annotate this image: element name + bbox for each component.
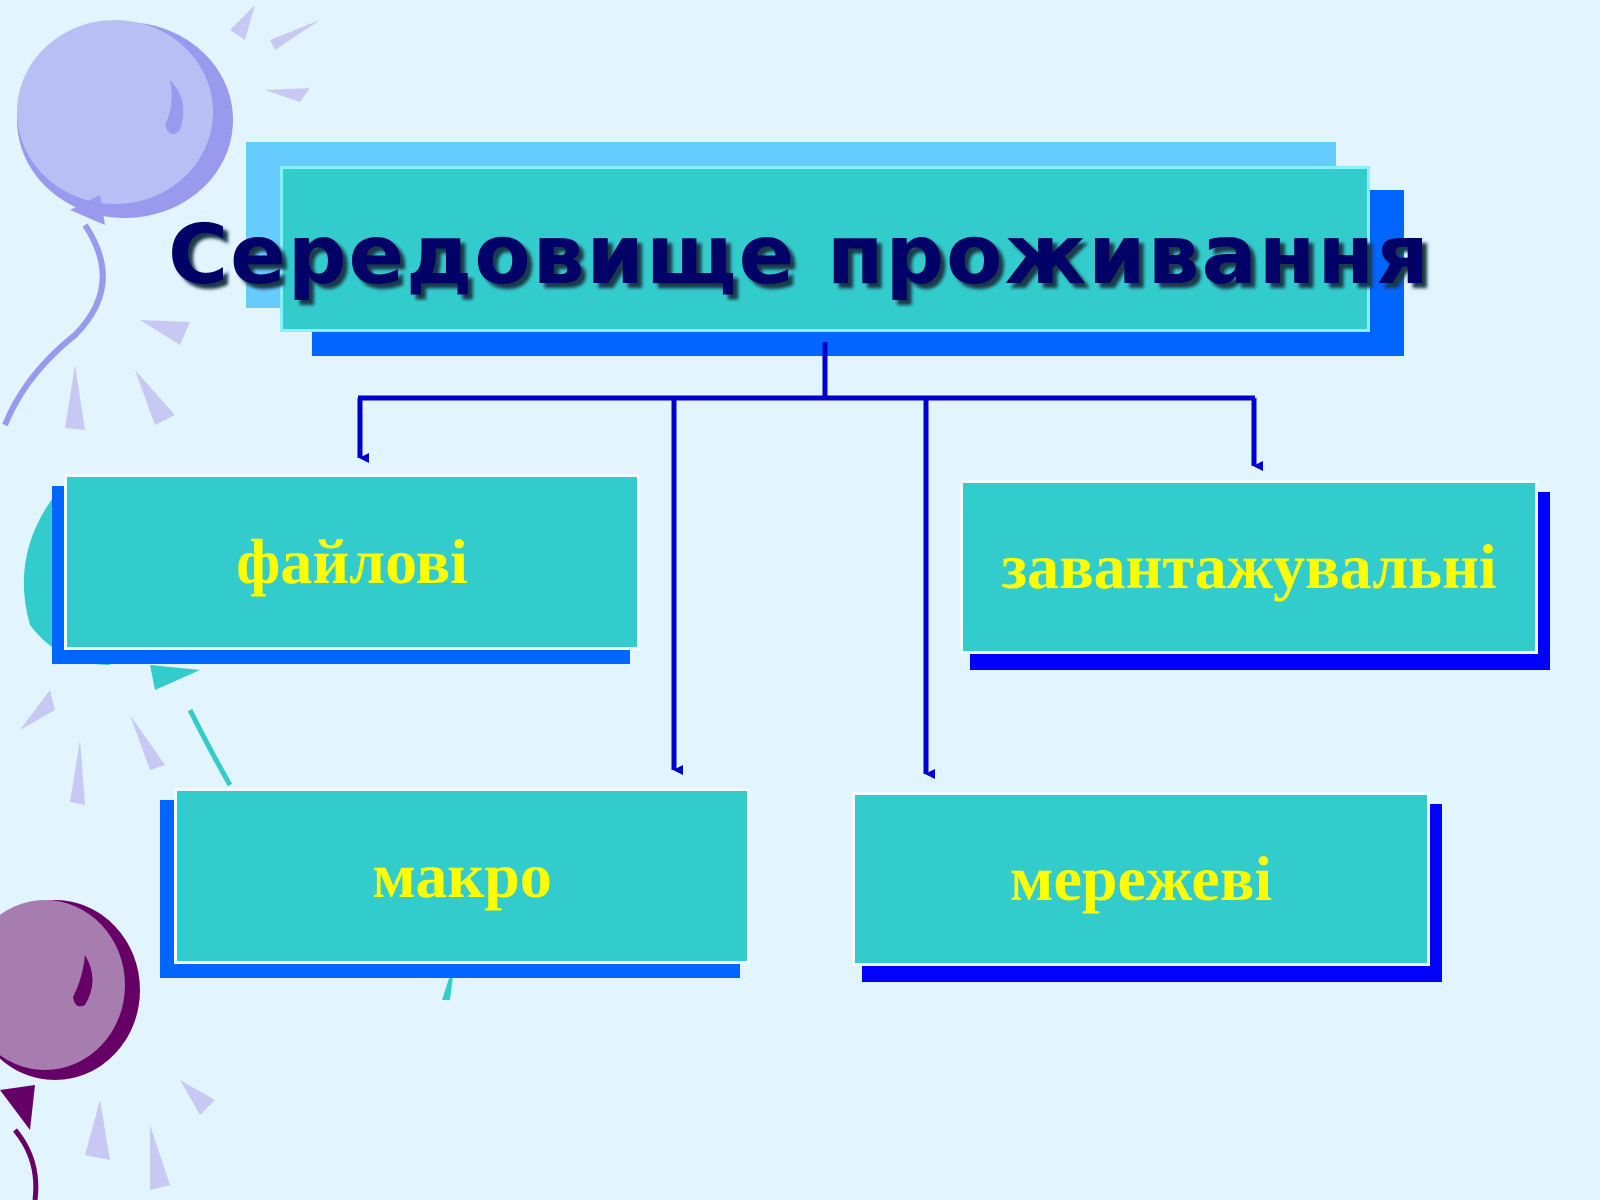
balloon-icon [2,20,233,427]
title-box [280,166,1370,332]
node-macro-label: макро [372,840,552,911]
balloon-rays-icon [85,1080,215,1190]
balloon-rays-icon [65,5,320,430]
node-macro: макро [174,788,750,964]
node-files: файлові [64,474,640,650]
node-network: мережеві [852,792,1430,966]
diagram-title: Середовище проживання [168,208,1431,303]
balloon-rays-icon [20,690,165,805]
balloon-icon [0,900,140,1200]
node-boot-label: завантажувальні [1001,531,1497,602]
node-boot: завантажувальні [960,480,1538,654]
node-network-label: мережеві [1009,843,1273,914]
node-files-label: файлові [236,526,468,597]
